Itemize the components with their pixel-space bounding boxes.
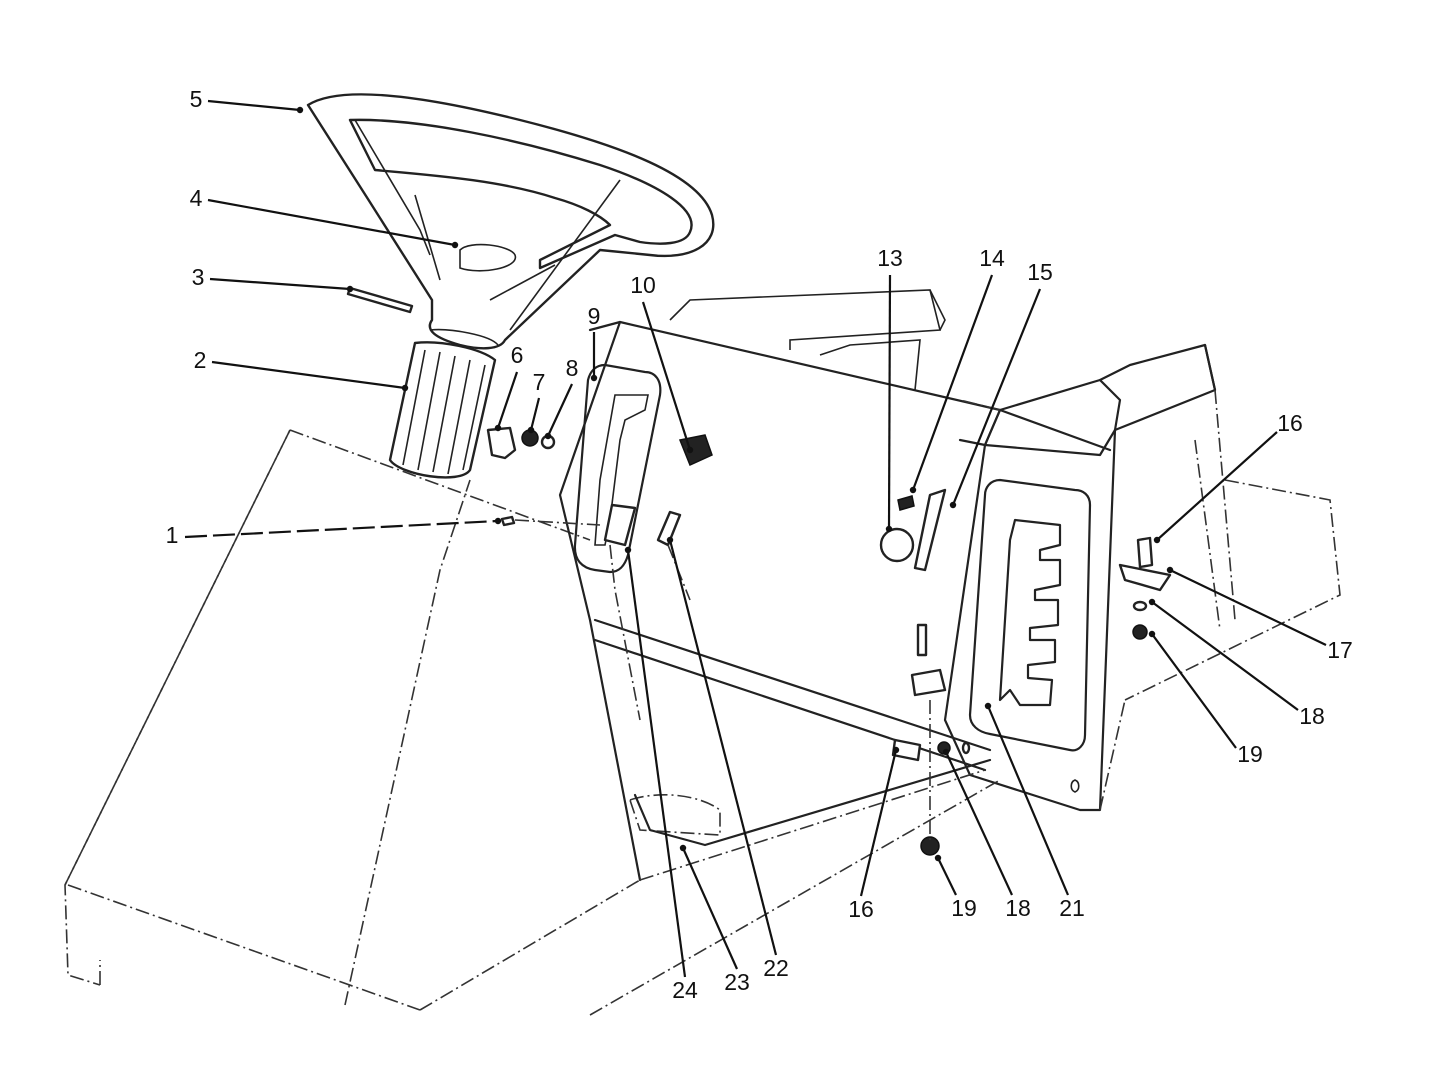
leader-dot-c19a	[1148, 630, 1156, 638]
leader-line-c18b	[945, 751, 1013, 896]
leader-dot-c1	[494, 517, 502, 525]
leader-line-c5	[207, 99, 301, 112]
leader-line-c2	[211, 360, 406, 390]
leader-dot-c16b	[892, 746, 900, 754]
callout-19-right: 19	[1237, 741, 1263, 767]
leader-line-c22	[668, 539, 778, 956]
leader-dot-c10	[686, 446, 694, 454]
callout-24: 24	[672, 977, 698, 1003]
leader-dot-c17	[1166, 566, 1174, 574]
column-sleeve	[388, 328, 499, 479]
callout-13: 13	[877, 245, 903, 271]
leader-dot-c2	[401, 384, 409, 392]
small-parts	[346, 286, 1172, 856]
leader-line-c16b	[859, 749, 898, 897]
leader-line-c23	[681, 847, 739, 970]
callout-9: 9	[588, 303, 601, 329]
callout-14: 14	[979, 245, 1005, 271]
leader-line-c6	[496, 371, 519, 429]
leader-dot-c16a	[1153, 536, 1161, 544]
leader-line-c16a	[1156, 431, 1278, 541]
callout-5: 5	[190, 86, 203, 112]
callout-labels: 1 2 3 4 5 6 7 8 9 10 13 14 15 16 17 18 1…	[166, 86, 1353, 1003]
callout-19-lower: 19	[951, 895, 977, 921]
leader-line-c21	[986, 705, 1070, 896]
leader-dot-c3	[346, 285, 354, 293]
leader-dot-c13	[885, 525, 893, 533]
leader-line-c18a	[1151, 601, 1299, 711]
leader-line-c19b	[937, 857, 957, 896]
callout-6: 6	[511, 342, 524, 368]
leader-line-c10	[641, 301, 692, 451]
callout-4: 4	[190, 185, 203, 211]
leader-dot-c21	[984, 702, 992, 710]
callout-23: 23	[724, 969, 750, 995]
leader-dot-c9	[590, 374, 598, 382]
leader-line-c13	[887, 274, 892, 530]
callout-16-lower: 16	[848, 896, 874, 922]
callout-16-right: 16	[1277, 410, 1303, 436]
hood-outline	[64, 429, 641, 1011]
dash-panel	[558, 289, 1002, 882]
callout-18-lower: 18	[1005, 895, 1031, 921]
callout-leaders	[184, 99, 1327, 978]
leader-dot-c6	[494, 424, 502, 432]
fender-panel	[589, 343, 1341, 1016]
callout-3: 3	[192, 264, 205, 290]
callout-1: 1	[166, 522, 179, 548]
leader-line-c8	[547, 383, 573, 437]
leader-dot-c18b	[942, 748, 950, 756]
leader-dot-c7	[527, 426, 535, 434]
callout-17: 17	[1327, 637, 1353, 663]
leader-line-c3	[209, 277, 351, 291]
leader-dot-c18a	[1148, 598, 1156, 606]
leader-line-c1	[184, 519, 499, 539]
callout-15: 15	[1027, 259, 1053, 285]
steering-wheel	[306, 93, 715, 350]
leader-line-c4	[207, 198, 456, 247]
leader-line-c19a	[1151, 633, 1237, 749]
leader-line-c24	[626, 549, 687, 978]
leader-dot-c24	[624, 546, 632, 554]
leader-line-c15	[951, 288, 1042, 506]
callout-10: 10	[630, 272, 656, 298]
leader-line-c7	[529, 397, 541, 431]
leader-dot-c15	[949, 501, 957, 509]
callout-22: 22	[763, 955, 789, 981]
leader-dot-c23	[679, 844, 687, 852]
leader-dot-c22	[666, 536, 674, 544]
leader-dot-c14	[909, 486, 917, 494]
callout-7: 7	[533, 369, 546, 395]
callout-21: 21	[1059, 895, 1085, 921]
callout-2: 2	[194, 347, 207, 373]
leader-dot-c4	[451, 241, 459, 249]
leader-line-c17	[1169, 569, 1327, 646]
leader-dot-c8	[544, 432, 552, 440]
leader-dot-c19b	[934, 854, 942, 862]
leader-line-c14	[911, 274, 994, 491]
leader-dot-c5	[296, 106, 304, 114]
callout-18-right: 18	[1299, 703, 1325, 729]
callout-8: 8	[566, 355, 579, 381]
